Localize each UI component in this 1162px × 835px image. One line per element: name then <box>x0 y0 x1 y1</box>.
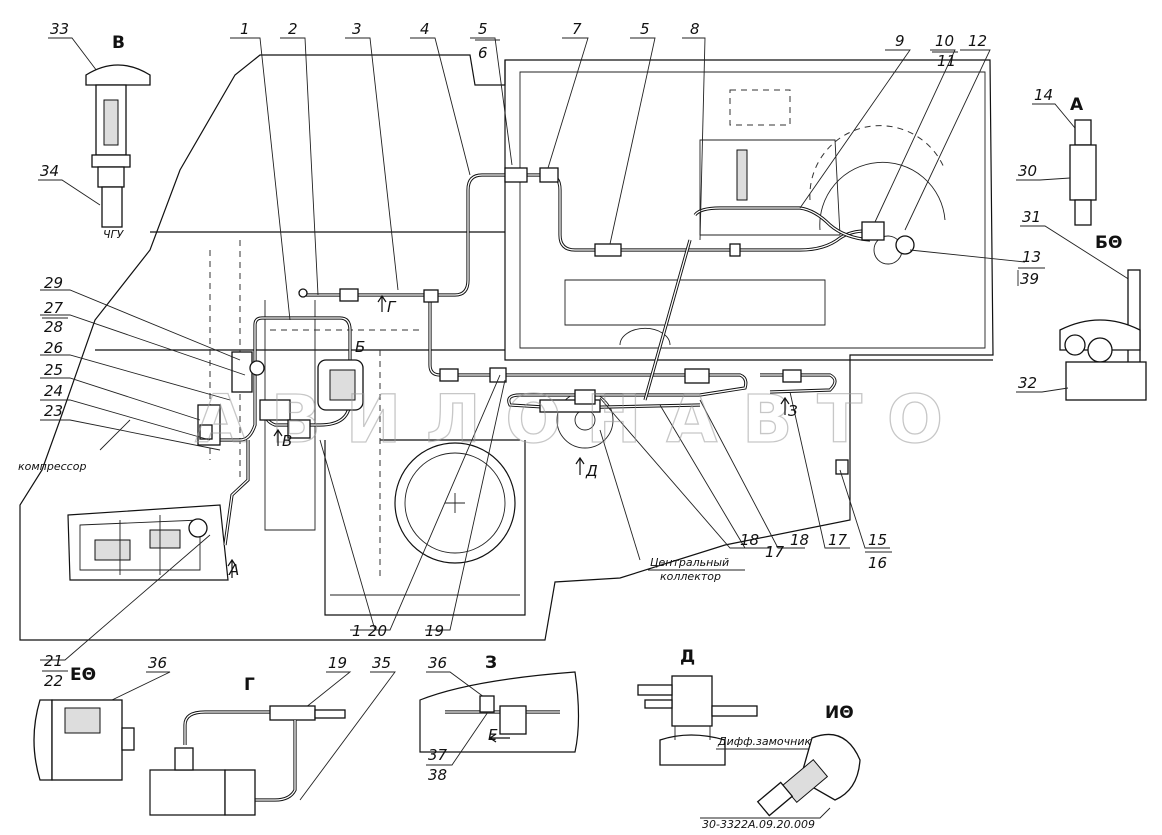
callout-22: 22 <box>44 672 63 690</box>
callout-5: 5 <box>478 20 488 38</box>
callout-26: 26 <box>44 339 63 357</box>
callouts-right: 13 39 15 16 17 18 17 18 <box>740 248 1045 572</box>
callout-27: 27 <box>44 299 64 317</box>
callout-7: 7 <box>572 20 582 38</box>
callout-39: 39 <box>1020 270 1039 288</box>
central-manifold-label-2: коллектор <box>660 570 721 583</box>
inset-a-callout-14: 14 <box>1034 86 1053 104</box>
inset-view-i: ИΘ Дифф.замочник 30-3322А.09.20.009 <box>700 703 861 831</box>
inset-v-callout-33: 33 <box>50 20 69 38</box>
callout-8: 8 <box>690 20 700 38</box>
part-number-label: 30-3322А.09.20.009 <box>702 818 815 831</box>
inset-a-callout-30: 30 <box>1018 162 1037 180</box>
view-arrows: Г Б В Д З А <box>227 294 798 579</box>
watermark: АВИЛОНАВТО <box>195 381 945 458</box>
inset-b-callout-31: 31 <box>1022 208 1041 226</box>
leader-lines <box>40 37 1026 661</box>
inset-e-callout-36: 36 <box>148 654 167 672</box>
callout-13: 13 <box>1022 248 1041 266</box>
inset-i-title: ИΘ <box>825 703 854 723</box>
callout-24: 24 <box>44 382 63 400</box>
inset-z-callout-37: 37 <box>428 746 448 764</box>
callout-1: 1 <box>240 20 250 38</box>
view-arrow-v: В <box>282 432 292 450</box>
callout-25: 25 <box>44 361 63 379</box>
air-lines <box>203 173 881 546</box>
callout-28: 28 <box>44 318 63 336</box>
callout-20: 20 <box>368 622 387 640</box>
callouts-top: 1 2 3 4 5 6 7 5 8 9 10 11 12 <box>240 20 987 70</box>
central-manifold-label-1: Центральный <box>650 556 729 569</box>
compressor-label: компрессор <box>18 460 86 473</box>
callout-11: 11 <box>937 52 956 70</box>
callout-2: 2 <box>288 20 298 38</box>
inset-view-g: Г 19 35 <box>149 654 396 816</box>
callout-6: 6 <box>478 44 488 62</box>
callouts-bottom: 1 20 19 21 22 Центральный коллектор <box>42 556 745 690</box>
callout-16: 16 <box>868 554 887 572</box>
callout-18: 18 <box>790 531 809 549</box>
inset-g-callout-35: 35 <box>372 654 391 672</box>
inset-view-e: ЕΘ 36 <box>33 654 171 781</box>
diff-lock-label: Дифф.замочник <box>717 735 812 748</box>
callout-15: 15 <box>868 531 887 549</box>
callout-12: 12 <box>968 32 987 50</box>
inset-view-v: В 33 ЧГУ 34 <box>38 20 151 241</box>
inset-v-title: В <box>112 33 125 53</box>
inset-g-title: Г <box>244 675 255 695</box>
callout-3: 3 <box>352 20 362 38</box>
compressor-unit <box>67 504 229 581</box>
view-arrow-z: З <box>788 402 798 420</box>
callout-17b: 17 <box>765 543 785 561</box>
callout-5b: 5 <box>640 20 650 38</box>
inset-z-callout-38: 38 <box>428 766 447 784</box>
callout-23: 23 <box>44 402 63 420</box>
view-arrow-d: Д <box>585 462 598 480</box>
inset-b-callout-32: 32 <box>1018 374 1037 392</box>
callout-17: 17 <box>828 531 848 549</box>
callouts-left: 29 27 28 26 25 24 23 компрессор <box>18 274 86 473</box>
callout-29: 29 <box>44 274 63 292</box>
callout-10: 10 <box>935 32 954 50</box>
inset-view-a: А 14 30 <box>1016 86 1097 226</box>
view-arrow-g: Г <box>387 298 397 316</box>
callout-18b: 18 <box>740 531 759 549</box>
inset-d-title: Д <box>680 647 695 667</box>
inset-view-b: БΘ 31 32 <box>1016 208 1147 401</box>
inset-g-callout-19: 19 <box>328 654 347 672</box>
callout-19: 19 <box>425 622 444 640</box>
inset-z-arrow-e: Е <box>488 726 498 744</box>
inset-view-z: З 36 Е 37 38 <box>419 653 580 784</box>
inset-a-title: А <box>1070 95 1084 115</box>
view-arrow-a: А <box>228 561 239 579</box>
inset-view-d: Д <box>637 647 758 766</box>
inset-z-callout-36: 36 <box>428 654 447 672</box>
inset-v-tag: ЧГУ <box>103 228 125 241</box>
inset-b-title: БΘ <box>1095 233 1122 253</box>
callout-1b: 1 <box>352 622 362 640</box>
inset-v-callout-34: 34 <box>40 162 59 180</box>
view-arrow-b: Б <box>355 338 365 356</box>
callout-21: 21 <box>44 652 63 670</box>
callout-4: 4 <box>420 20 430 38</box>
fittings <box>197 167 915 475</box>
inset-z-title: З <box>485 653 497 673</box>
callout-9: 9 <box>895 32 905 50</box>
inset-e-title: ЕΘ <box>70 665 96 685</box>
